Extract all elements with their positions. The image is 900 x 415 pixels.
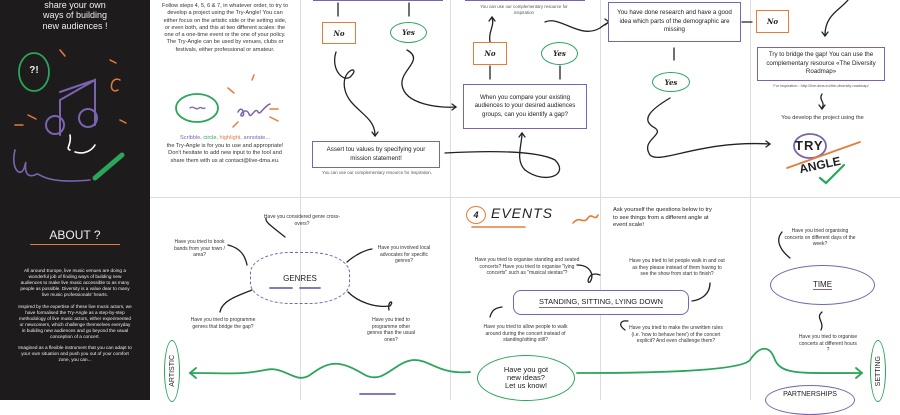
- face-illustration: [13, 49, 127, 182]
- genre-question: Have you tried to programme genres that …: [190, 317, 256, 330]
- time-title: TIME: [812, 280, 833, 290]
- event-question: Have you tried to organise standing and …: [474, 257, 580, 276]
- genres-cloud: GENRES: [250, 252, 350, 304]
- step-number-badge: 4: [466, 206, 486, 224]
- top-caption: You can use our complementary resource f…: [480, 4, 568, 15]
- ideas-line: Have you got: [503, 364, 549, 374]
- event-question: Have you tried to allow people to walk a…: [483, 324, 568, 343]
- divider: [150, 197, 900, 198]
- events-title: EVENTS: [491, 205, 554, 221]
- headline: share your own ways of building new audi…: [10, 0, 140, 31]
- standing-label: STANDING, SITTING, LYING DOWN: [539, 297, 663, 309]
- no-option[interactable]: No: [756, 10, 789, 33]
- assert-box: Assert tou values by specifying your mis…: [312, 141, 440, 168]
- try-angle-logo: TRY ANGLE: [785, 130, 865, 185]
- about-paragraph: All around Europe, live music venues are…: [20, 268, 130, 298]
- headline-line: new audiences !: [42, 20, 108, 31]
- about-text: All around Europe, live music venues are…: [18, 268, 132, 364]
- standing-box: STANDING, SITTING, LYING DOWN: [513, 290, 689, 315]
- scribble-words: Scribble, circle, highlight, annotate...: [160, 135, 290, 142]
- about-paragraph: Inspired by the expertise of these live …: [18, 303, 132, 340]
- time-question: Have you tried to organise concerts at d…: [798, 334, 858, 353]
- ideas-bubble[interactable]: Have you got new ideas? Let us know!: [477, 355, 575, 401]
- events-intro: Ask yourself the questions below to try …: [613, 207, 712, 229]
- steps-text: Follow steps 4, 5, 6 & 7, in whatever or…: [162, 3, 288, 53]
- flow-box-top: [465, 0, 585, 1]
- bridge-caption[interactable]: For inspiration : http://live-dma.eu/the…: [773, 84, 869, 88]
- flow-box-top: [313, 0, 443, 1]
- assert-caption: You can use our complementary resource f…: [322, 170, 432, 175]
- annotate-word: annotate...: [243, 135, 270, 141]
- time-question: Have you tried organising concerts on di…: [784, 228, 856, 247]
- develop-text: You develop the project using the: [781, 115, 864, 121]
- divider: [600, 0, 601, 400]
- divider: [750, 0, 751, 400]
- divider: [300, 0, 301, 400]
- circle-word: circle,: [203, 135, 218, 141]
- highlight-word: highlight,: [219, 135, 242, 141]
- ideas-line: Let us know!: [504, 381, 548, 391]
- intro-panel: [0, 0, 150, 400]
- event-question: Have you tried to make the unwritten rul…: [629, 325, 723, 344]
- logo-try: TRY: [795, 138, 824, 153]
- partnerships-ellipse: PARTNERSHIPS: [765, 385, 855, 415]
- genre-question: Have you tried to book bands from your t…: [174, 239, 225, 258]
- artistic-label: ARTISTIC: [164, 340, 180, 402]
- genre-question: Have you tried to programme other genres…: [366, 317, 416, 343]
- headline-line: share your own: [44, 0, 106, 10]
- artistic-text: ARTISTIC: [168, 355, 176, 387]
- setting-label: SETTING: [870, 340, 886, 402]
- use-text: the Try-Angle is for you to use and appr…: [166, 143, 284, 164]
- genre-question: Have you involved local advocates for sp…: [377, 245, 431, 264]
- partnerships-title: PARTNERSHIPS: [783, 391, 837, 398]
- bridge-box: Try to bridge the gap! You can use the c…: [757, 47, 885, 81]
- time-clock: TIME: [770, 265, 875, 305]
- no-option[interactable]: No: [473, 42, 507, 65]
- about-paragraph: Imagined as a flexible instrument that y…: [18, 345, 132, 363]
- scribble-icons: [175, 74, 279, 128]
- yes-option[interactable]: Yes: [541, 42, 578, 65]
- headline-line: ways of building: [42, 10, 108, 21]
- about-title: ABOUT ?: [30, 228, 120, 245]
- face-text: ?!: [29, 65, 39, 76]
- event-question: Have you tried to let people walk in and…: [629, 258, 725, 277]
- yes-option[interactable]: Yes: [390, 22, 427, 43]
- genre-question: Have you considered genre cross-overs?: [263, 214, 341, 227]
- research-box: You have done research and have a good i…: [608, 2, 741, 42]
- setting-text: SETTING: [874, 355, 882, 387]
- no-option[interactable]: No: [322, 22, 356, 44]
- divider: [450, 0, 451, 400]
- yes-option[interactable]: Yes: [652, 72, 690, 92]
- scribble-word: Scribble,: [180, 135, 202, 141]
- compare-box: When you compare your existing audiences…: [463, 84, 587, 129]
- genres-title: GENRES: [283, 273, 317, 283]
- ideas-line: new ideas?: [507, 372, 545, 382]
